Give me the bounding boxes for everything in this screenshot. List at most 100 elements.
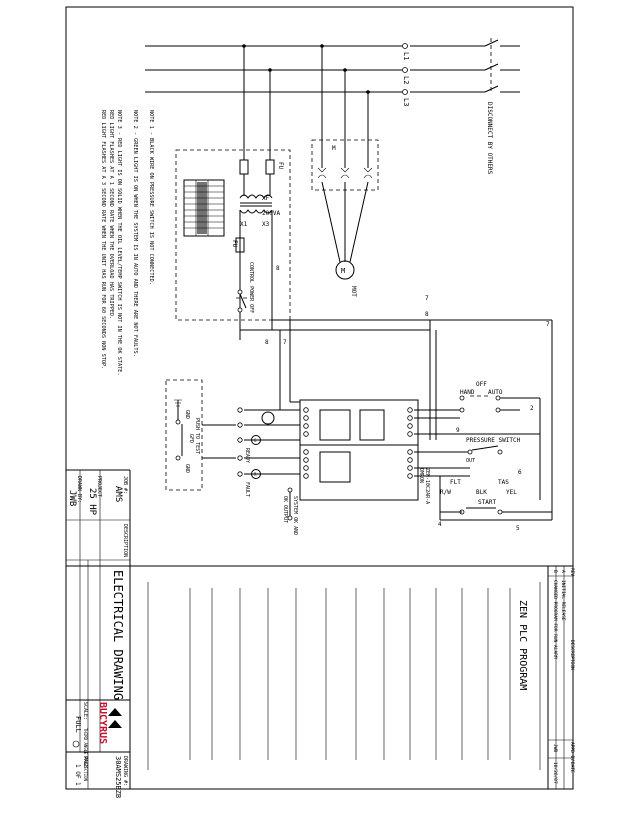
control-wiring: 7 8 7 8 8 7	[240, 265, 553, 520]
drawing-title: ELECTRICAL DRAWING	[111, 570, 125, 700]
gfd-label: GFD	[188, 434, 194, 443]
wire-number-7b: 7	[425, 295, 429, 302]
gnd-bottom-label: GND	[184, 464, 190, 473]
notes-block: NOTE 1 - BLACK WIRE ON PRESSURE SWITCH I…	[100, 110, 154, 375]
ready-label: READY	[244, 448, 250, 463]
scale-value: FULL	[74, 716, 82, 733]
motor-icon	[335, 260, 355, 280]
contactor-label: M	[332, 145, 336, 152]
pressure-switch-label: PRESSURE SWITCH	[466, 437, 521, 444]
drawing-number: 30AMS25BZB	[114, 756, 122, 798]
plc-outputs: G R READY FAULT SYSTEM OK AND OK OUTPUT	[237, 407, 300, 535]
rw-label: R/W	[440, 489, 451, 496]
rev-col-label: REV	[569, 568, 575, 576]
ready-light-icon	[261, 411, 275, 425]
control-power-label: CONTROL POWER OFF	[248, 262, 254, 313]
line-label-l1: L1	[402, 52, 410, 60]
rev-appd-col-label: APPD BY	[569, 742, 575, 761]
field-controls: HAND OFF AUTO PRESSURE SWITCH OUT FLT TA…	[414, 381, 552, 532]
plc-terminals	[303, 407, 413, 479]
power-lines: L1 L2 L3	[145, 43, 485, 106]
control-power-switch: CONTROL POWER OFF	[236, 262, 254, 313]
rev-b-desc: CHANGED PROGRAM FOR RUN ALARM	[552, 580, 558, 659]
motor-circuit: M M MOT	[311, 46, 379, 297]
motor-label: MOT	[350, 286, 357, 297]
company-name: BUCYRUS	[97, 702, 108, 744]
wire-number-7: 7	[546, 321, 550, 328]
description-label: DESCRIPTION	[122, 524, 128, 557]
plc-program-title: ZEN PLC PROGRAM	[517, 600, 528, 690]
wire-number-8b: 8	[425, 311, 429, 318]
page-value: 1 OF 1	[74, 764, 81, 786]
system-ok-label: SYSTEM OK AND	[292, 496, 298, 535]
wire-number-9: 9	[456, 427, 460, 434]
primary-fuse-1	[239, 159, 249, 175]
flt-label: FLT	[450, 479, 461, 486]
plc-module: OMRON ZEN-10C2AR-A	[299, 399, 430, 504]
transformer-enclosure	[175, 149, 291, 321]
scale-label: SCALE:	[82, 702, 88, 720]
page-label: PAGE	[82, 756, 88, 768]
ladder-rungs	[189, 588, 511, 760]
fuse-label-primary: FU	[277, 162, 284, 170]
drawing-number-label: DRAWING #:	[122, 756, 128, 786]
ok-output-label: OK OUTPUT	[282, 496, 288, 523]
auto-label: AUTO	[488, 389, 503, 396]
job-value: AMS	[113, 486, 123, 502]
wire-number-8c: 8	[265, 339, 269, 346]
blk-label: BLK	[476, 489, 487, 496]
off-label: OFF	[476, 381, 487, 388]
wire-number-8: 8	[276, 265, 280, 272]
project-value: 25 HP	[87, 488, 97, 516]
revision-block: REV DESCRIPTION APPD BY DATE A INITIAL R…	[547, 565, 575, 790]
control-transformer: FU XF 200VA X1 X3 FU	[231, 46, 284, 340]
svg-text:OUT: OUT	[466, 458, 475, 464]
note-3c: RED LIGHT FLASHES AT A 3 SECOND RATE WHE…	[100, 110, 106, 369]
wire-number-4: 4	[438, 521, 442, 528]
rev-b-date: 10/26/07	[552, 762, 558, 784]
push-to-test-circuit: GND PUSH TO TEST GFD GND	[165, 379, 236, 491]
job-label: JOB #:	[122, 476, 128, 494]
plc-ladder-program: ZEN PLC PROGRAM	[147, 582, 541, 770]
sheet-border	[65, 6, 574, 790]
projection-symbol-icon	[72, 740, 80, 748]
company-logo: BUCYRUS	[97, 702, 122, 744]
drawn-by-value: JWB	[67, 490, 77, 506]
project-label: PROJECT	[96, 476, 102, 497]
note-3b: RED LIGHT FLASHES AT A 1 SECOND RATE WHE…	[108, 110, 114, 319]
rev-b: B	[552, 570, 558, 573]
control-fuse	[235, 237, 245, 253]
note-2: NOTE 2 - GREEN LIGHT IS ON WHEN THE SYST…	[132, 110, 138, 357]
rev-a: A	[560, 570, 566, 573]
hand-label: HAND	[460, 389, 475, 396]
gnd-top-label: GND	[184, 410, 190, 419]
wire-number-6: 6	[518, 469, 522, 476]
transformer-x1: X1	[240, 221, 248, 228]
line-label-l3: L3	[402, 98, 410, 106]
plc-model: ZEN-10C2AR-A	[424, 468, 430, 504]
title-block: JOB #: DESCRIPTION AMS PROJECT 25 HP DRA…	[66, 469, 573, 798]
wire-number-5: 5	[516, 525, 520, 532]
motor-symbol: M	[341, 267, 345, 275]
wire-number-2: 2	[530, 405, 534, 412]
note-3a: NOTE 3 - RED LIGHT IS ON SOLID WHEN THE …	[116, 110, 122, 375]
line-label-l2: L2	[402, 76, 410, 84]
projection-label: THIRD ANGLE PROJECTION	[83, 728, 88, 782]
start-label: START	[478, 499, 496, 506]
disconnect-switch: DISCONNECT BY OTHERS	[484, 38, 520, 175]
drawn-by-label: DRAWN BY:	[76, 476, 82, 503]
rev-desc-col-label: DESCRIPTION	[569, 640, 575, 670]
yel-label: YEL	[506, 489, 517, 496]
primary-fuse-2	[265, 159, 275, 175]
push-to-test-label: PUSH TO TEST	[194, 418, 200, 454]
note-1: NOTE 1 - BLACK WIRE ON PRESSURE SWITCH I…	[148, 110, 154, 285]
fault-label: FAULT	[244, 482, 250, 497]
transformer-xf: XF	[262, 195, 270, 202]
disconnect-label: DISCONNECT BY OTHERS	[486, 102, 493, 175]
wiring-chart	[183, 179, 225, 237]
transformer-x3: X3	[262, 221, 270, 228]
transformer-rating: 200VA	[262, 210, 280, 217]
fuse-label-control: FU	[231, 240, 238, 248]
wire-number-7c: 7	[283, 339, 287, 346]
